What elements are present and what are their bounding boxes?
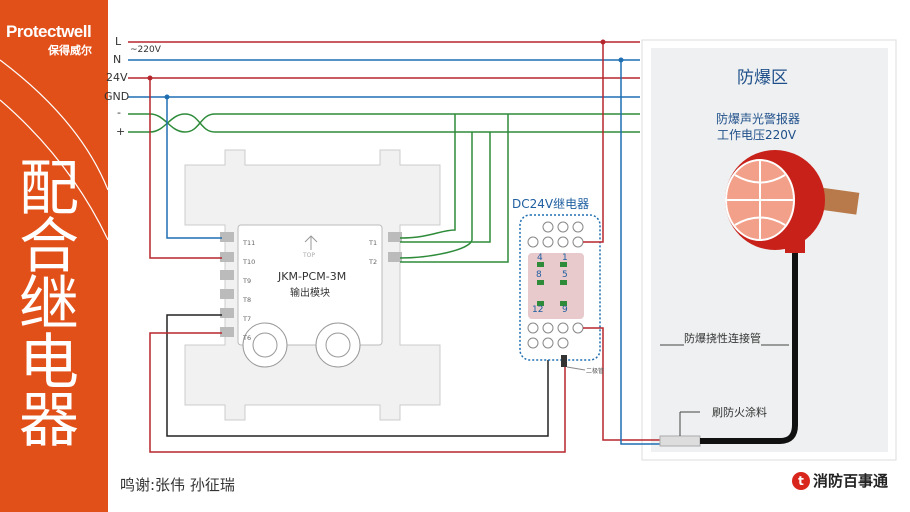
brand-logo: Protectwell [6,22,92,41]
brand-logo-cn: 保得威尔 [48,44,92,57]
device-voltage: 工作电压220V [717,128,797,142]
pipe-label: 防爆挠性连接管 [684,330,761,346]
bus-minus [128,113,640,133]
zone-inner [651,48,888,452]
bus-label-GND: GND [104,90,130,103]
arrow-up-icon [304,235,318,250]
module-name: 输出模块 [290,288,330,299]
contact-12: 12 [532,305,544,315]
contact-4: 4 [537,253,543,263]
relay-outline [519,214,601,361]
bus-label-N: N [113,53,122,66]
coating-label: 刷防火涂料 [712,406,767,419]
device-name: 防爆声光警报器 [716,112,801,126]
bus-label-plus: + [116,125,126,138]
diode [561,355,567,367]
module-model: JKM-PCM-3M [278,270,347,283]
relay-title: DC24V继电器 [512,197,590,211]
contact-9: 9 [562,305,568,315]
brand-panel [0,0,108,512]
fire-logo-icon: t [792,471,810,490]
zone-title: 防爆区 [737,68,788,88]
module-body [237,224,383,346]
bus-label-minus: - [117,106,121,119]
page-title: 配合继电器 [19,154,79,456]
credits: 鸣谢:张伟 孙征瑞 [120,476,235,494]
flexible-conduit [700,250,798,444]
bus-label-L: L [115,35,122,48]
bus-plus [128,113,640,133]
diode-label: 二极管 [586,368,605,375]
top-label: TOP [303,252,316,259]
voltage-label: ~220V [130,45,161,55]
contact-1: 1 [562,253,568,263]
contact-8: 8 [536,270,542,280]
contact-5: 5 [562,270,568,280]
bus-label-24V: 24V [106,71,128,84]
